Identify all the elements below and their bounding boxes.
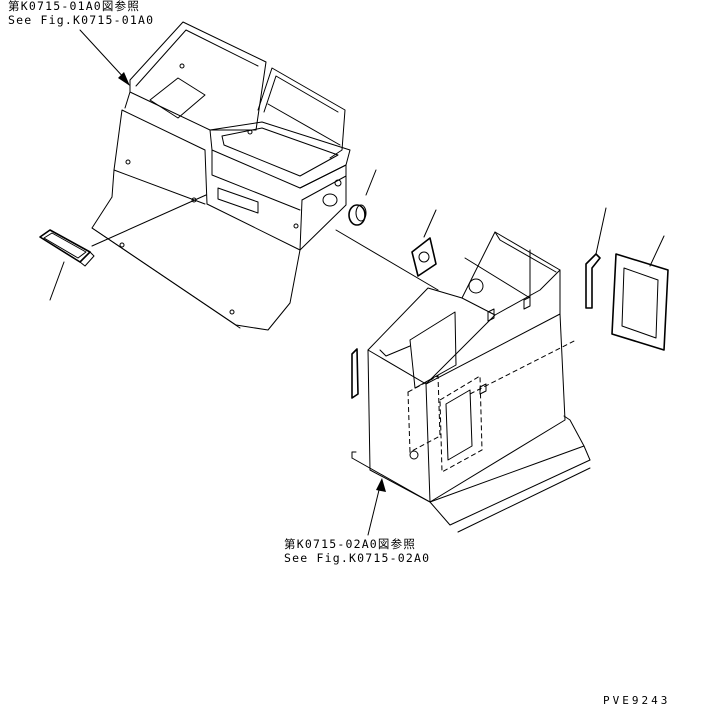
lower-reference-note: 第K0715-02A0図参照 See Fig.K0715-02A0 xyxy=(284,537,430,565)
upper-reference-note: 第K0715-01A0図参照 See Fig.K0715-01A0 xyxy=(8,0,154,27)
square-plate-part xyxy=(335,209,439,291)
bent-strip-part xyxy=(585,207,607,309)
switch-cover-part xyxy=(39,194,207,301)
upper-reference-en: See Fig.K0715-01A0 xyxy=(8,13,155,27)
lower-console-assembly xyxy=(351,231,591,533)
lower-reference-en: See Fig.K0715-02A0 xyxy=(284,551,431,565)
lower-reference-jp: 第K0715-02A0図参照 xyxy=(284,537,417,551)
upper-reference-jp: 第K0715-01A0図参照 xyxy=(8,0,141,13)
lower-reference-leader xyxy=(367,478,386,536)
drawing-code: PVE9243 xyxy=(603,694,671,707)
upper-reference-leader xyxy=(79,29,130,86)
frame-gasket-part xyxy=(611,235,669,351)
grommet-plug-part xyxy=(348,169,377,226)
upper-console-assembly xyxy=(91,21,351,331)
